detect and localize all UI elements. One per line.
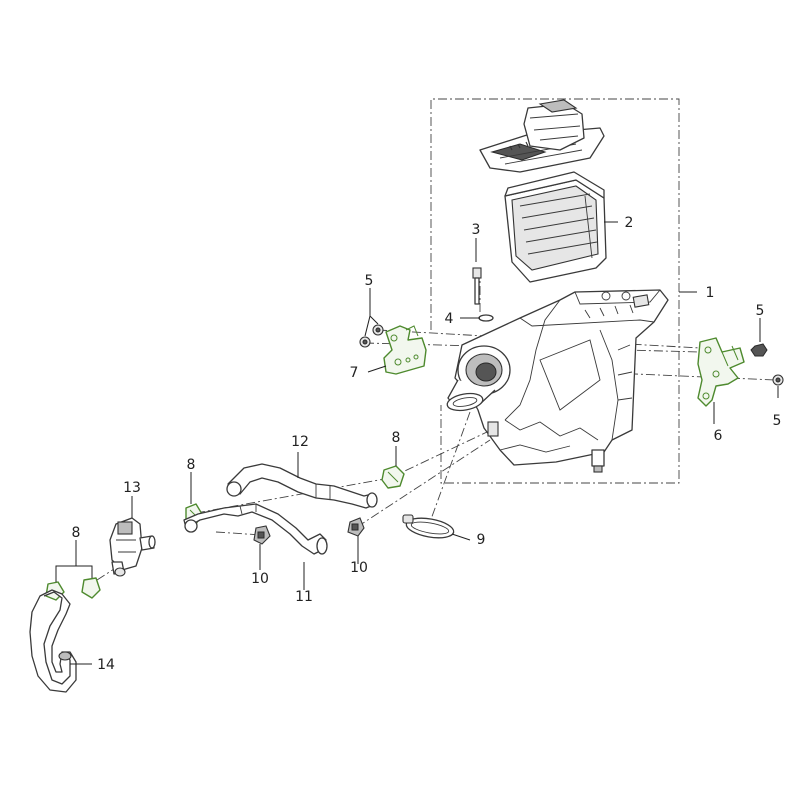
- callout-11: 11: [295, 589, 313, 605]
- air-box-cover: [479, 99, 605, 173]
- left-bracket: [383, 325, 427, 375]
- callout-14: 14: [97, 657, 115, 673]
- small-clip-right: [347, 517, 365, 537]
- callout-1: 1: [706, 285, 715, 301]
- callout-5-right-upper: 5: [756, 303, 765, 319]
- callout-7: 7: [350, 365, 359, 381]
- washer: [478, 314, 494, 322]
- callout-4: 4: [445, 311, 454, 327]
- callout-8-middle: 8: [187, 457, 196, 473]
- small-clips: [253, 517, 365, 545]
- lower-hose: [183, 503, 328, 555]
- callout-10-left: 10: [251, 571, 269, 587]
- callout-6: 6: [714, 428, 723, 444]
- fastener-left-upper: [372, 324, 384, 336]
- fastener-right-lower: [772, 374, 784, 386]
- callout-5-right-lower: 5: [773, 413, 782, 429]
- callout-5-left: 5: [365, 273, 374, 289]
- right-bracket: [697, 337, 745, 407]
- small-clip-left: [253, 525, 271, 545]
- callout-8-left: 8: [72, 525, 81, 541]
- large-hose-clamp: [402, 514, 455, 539]
- air-box-housing: [446, 289, 669, 473]
- j-hose: [29, 589, 77, 693]
- fasteners: [359, 324, 784, 386]
- air-filter-element: [504, 171, 607, 283]
- assembly-boundary: [430, 98, 680, 484]
- hose-clamp-lower-left-b: [81, 577, 101, 599]
- hose-clamp-right: [381, 465, 405, 489]
- upper-hose: [226, 463, 378, 509]
- leader-lines: [55, 221, 779, 665]
- hose-clamps: [45, 465, 405, 601]
- fastener-right-upper: [750, 343, 768, 357]
- callout-3: 3: [472, 222, 481, 238]
- callout-9: 9: [477, 532, 486, 548]
- callout-13: 13: [123, 480, 141, 496]
- callout-12: 12: [291, 434, 309, 450]
- callout-8-right: 8: [392, 430, 401, 446]
- callout-2: 2: [625, 215, 634, 231]
- callout-labels: 1 2 3 4 5 5 5 6 7 8 8 8 9 10 10 11 12 13…: [72, 215, 782, 673]
- callout-10-right: 10: [350, 560, 368, 576]
- bolt: [472, 267, 482, 305]
- valve: [109, 517, 156, 577]
- fastener-left-lower: [359, 336, 371, 348]
